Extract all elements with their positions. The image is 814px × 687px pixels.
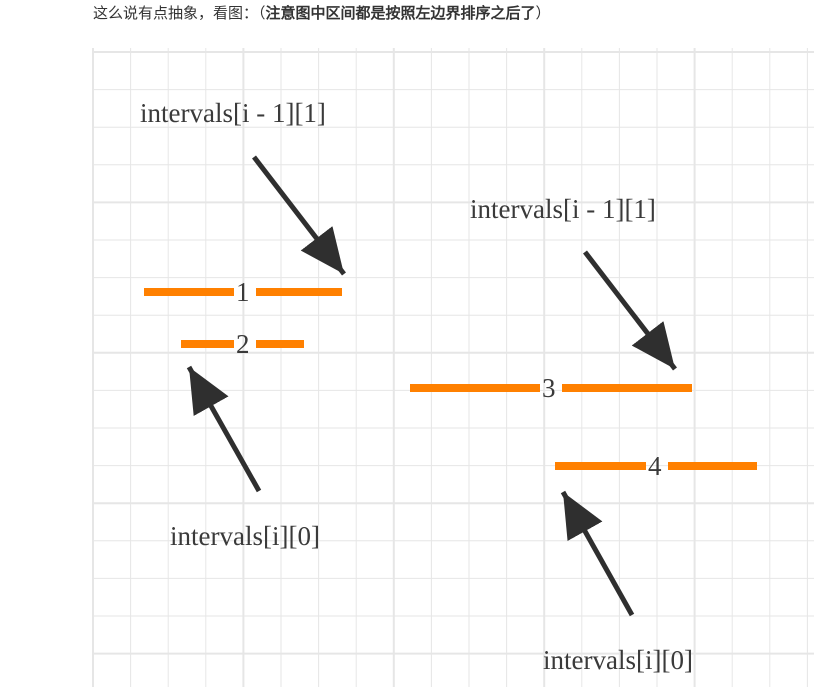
label-prev-end-right: intervals[i - 1][1]	[470, 194, 656, 224]
label-curr-start-left: intervals[i][0]	[170, 521, 320, 551]
arrow-to-interval-1-end	[252, 155, 346, 276]
arrow-to-interval-2-start	[186, 365, 262, 493]
interval-number-2: 2	[236, 329, 250, 359]
interval-number-3: 3	[542, 373, 556, 403]
arrow-to-interval-3-end	[583, 250, 677, 371]
caption-text: 这么说有点抽象，看图：（注意图中区间都是按照左边界排序之后了）	[93, 2, 551, 23]
background-grid	[92, 48, 814, 687]
caption-suffix: ）	[535, 4, 551, 22]
caption-prefix: 这么说有点抽象，看图：（	[93, 4, 266, 22]
interval-number-4: 4	[648, 451, 662, 481]
label-curr-start-right: intervals[i][0]	[543, 645, 693, 675]
caption-bold: 注意图中区间都是按照左边界排序之后了	[265, 4, 536, 22]
interval-number-1: 1	[236, 277, 250, 307]
arrow-to-interval-4-start	[560, 490, 635, 617]
label-prev-end-left: intervals[i - 1][1]	[140, 98, 326, 128]
